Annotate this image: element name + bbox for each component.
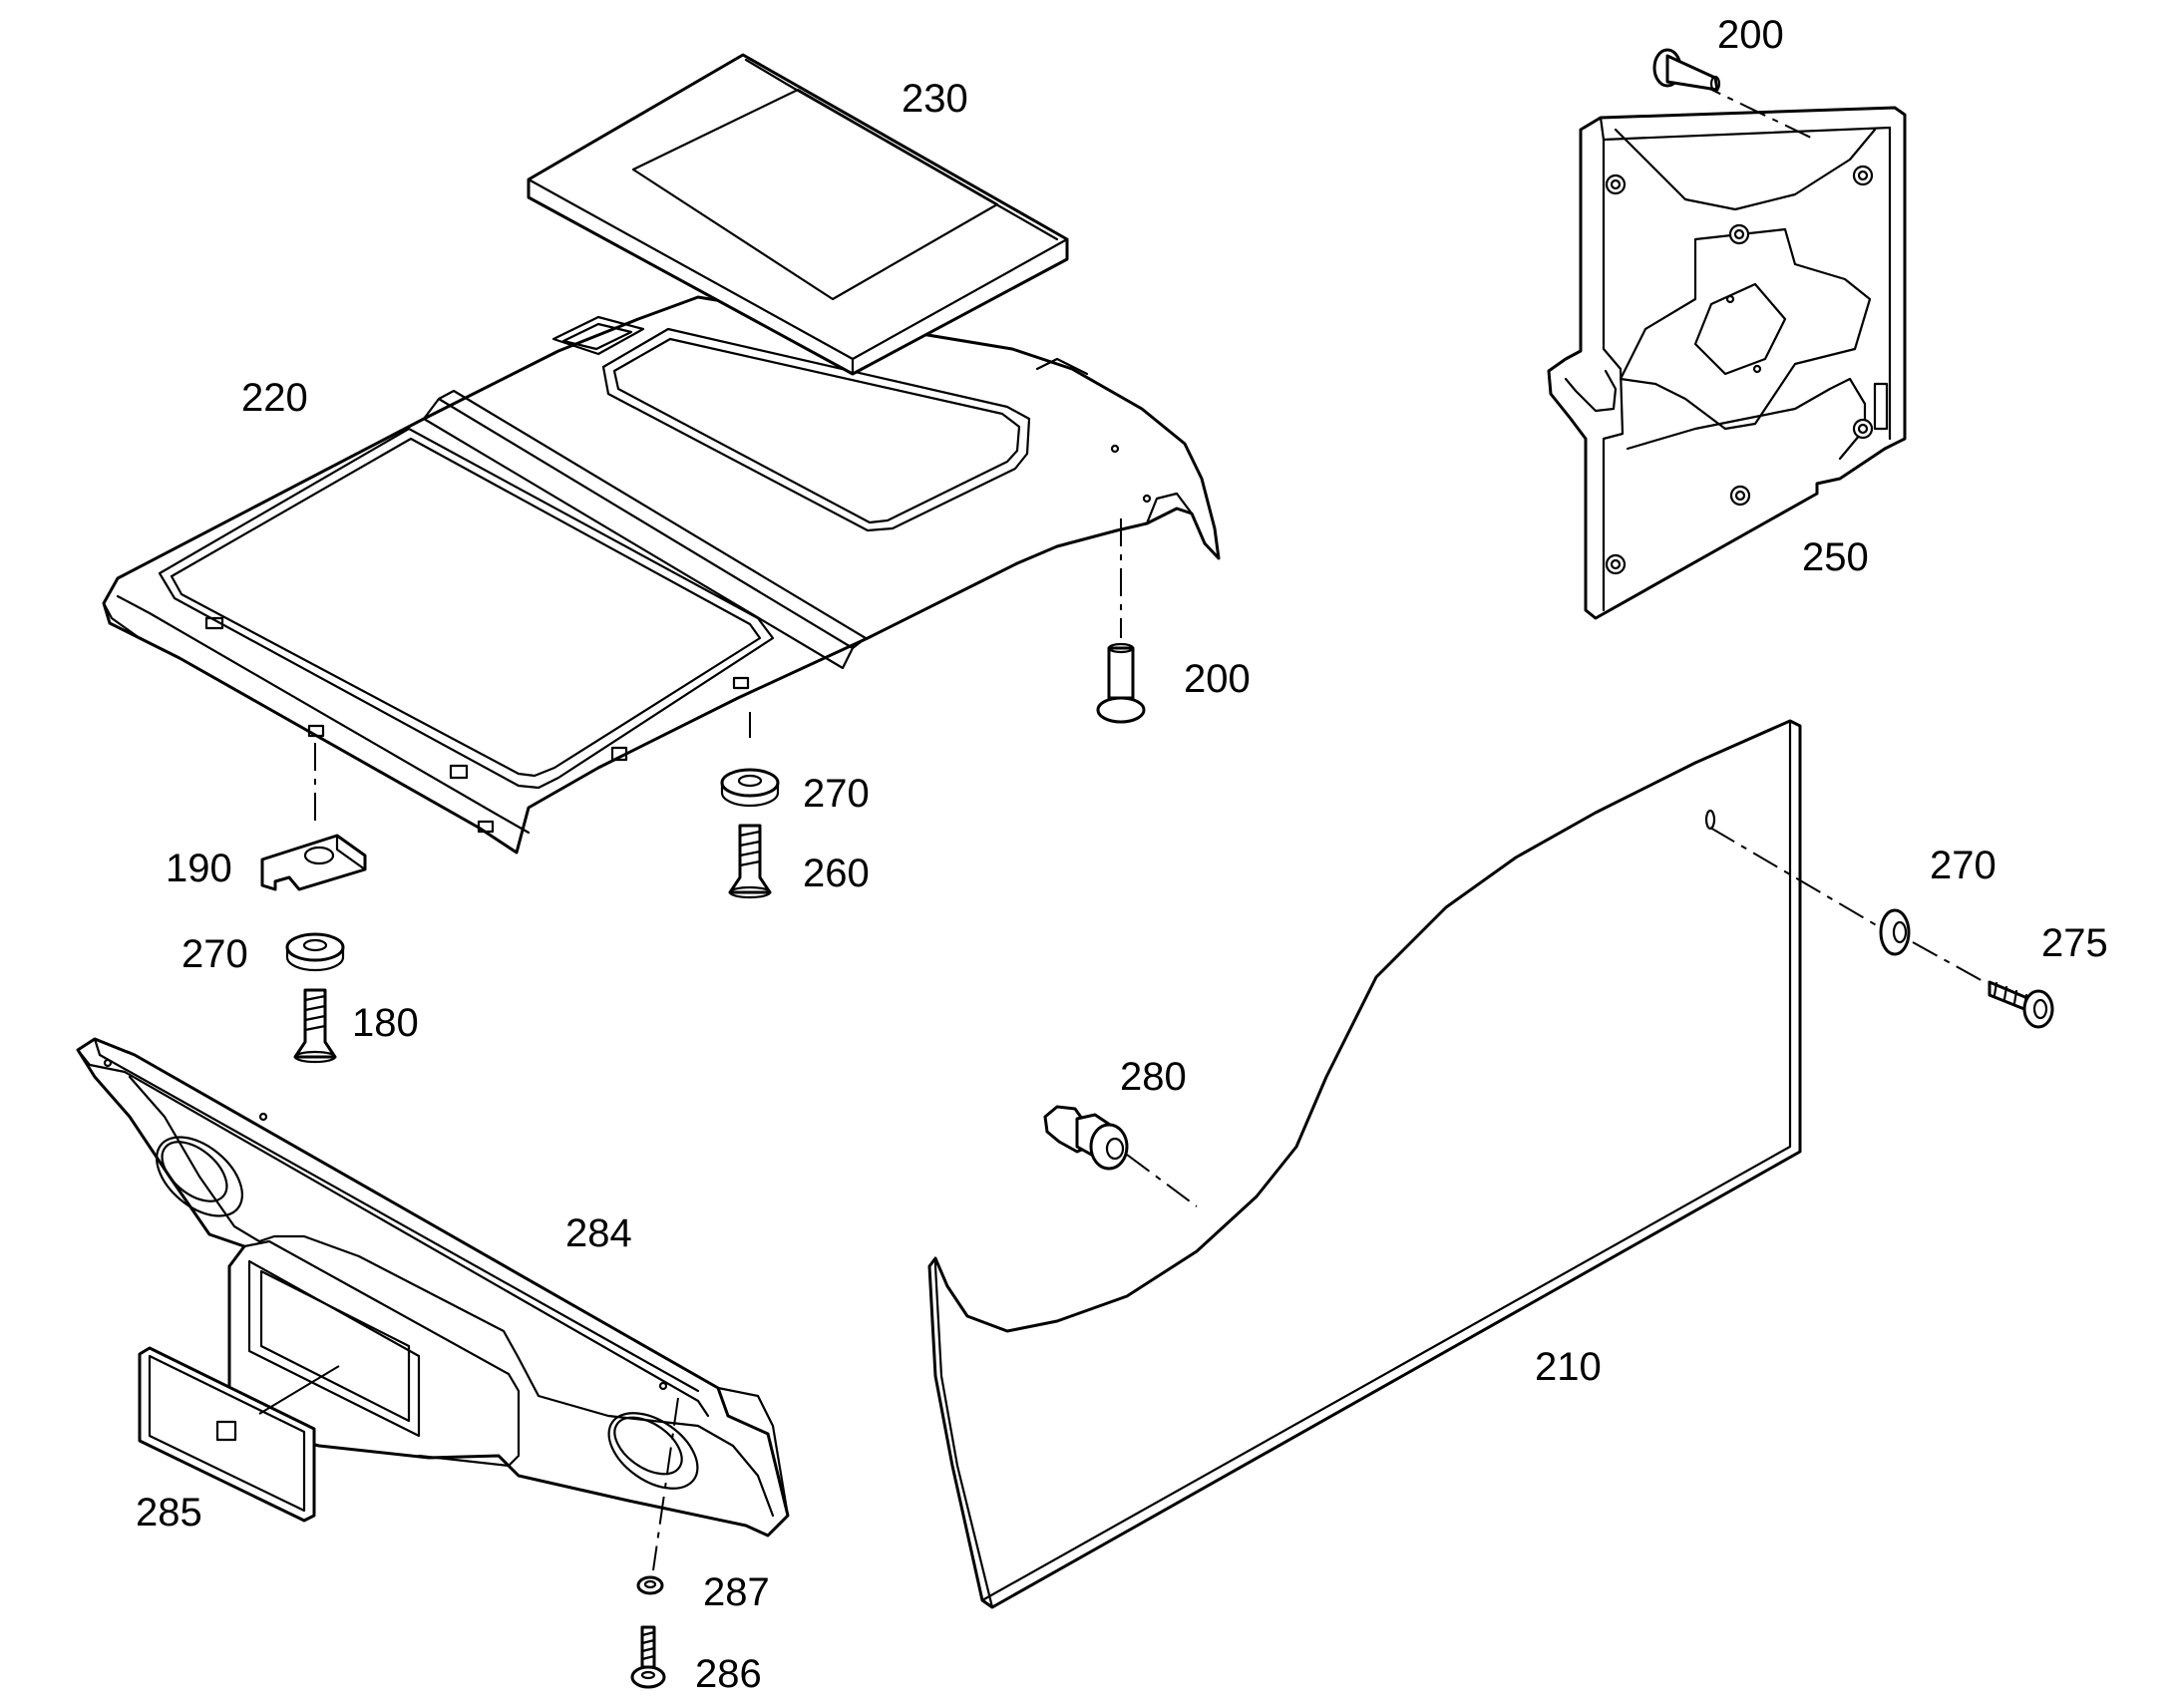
part-286-screw <box>630 1625 666 1689</box>
part-250-bracket-plate <box>1547 106 1907 620</box>
callout-260: 260 <box>803 852 870 895</box>
part-285-cover-plate <box>138 1346 340 1523</box>
leader-284-to-287 <box>652 1397 679 1571</box>
part-210-side-panel <box>927 719 1881 1609</box>
part-270-washer-c <box>1879 908 1911 956</box>
callout-190: 190 <box>166 847 232 890</box>
part-270-washer-b <box>285 932 345 972</box>
callout-labels: 230 200 220 250 200 270 260 190 270 180 … <box>136 13 2108 1696</box>
callout-230: 230 <box>902 77 968 121</box>
callout-220: 220 <box>241 376 308 420</box>
callout-270-a: 270 <box>803 772 870 816</box>
callout-284: 284 <box>565 1211 632 1255</box>
callout-275: 275 <box>2041 921 2108 965</box>
part-200-bolt-mid <box>1096 518 1146 724</box>
callout-200-mid: 200 <box>1184 657 1251 701</box>
part-287-washer <box>636 1575 664 1595</box>
part-180-screw <box>293 988 337 1064</box>
part-275-screw <box>1912 941 2054 1029</box>
part-280-push-clip <box>1043 1105 1198 1207</box>
callout-250: 250 <box>1802 535 1869 579</box>
part-230-cover-pad <box>527 53 1069 376</box>
callout-280: 280 <box>1120 1055 1187 1099</box>
callout-180: 180 <box>352 1001 419 1045</box>
part-270-washer-a <box>720 768 780 808</box>
callout-287: 287 <box>703 1570 770 1614</box>
callout-270-b: 270 <box>182 932 248 976</box>
callout-285: 285 <box>136 1491 202 1535</box>
callout-286: 286 <box>695 1652 762 1696</box>
callout-200-top: 200 <box>1717 13 1784 57</box>
callout-210: 210 <box>1535 1345 1602 1389</box>
part-200-bolt-top <box>1652 48 1816 141</box>
callout-270-c: 270 <box>1930 844 1997 887</box>
plate-bolt-heads <box>1605 165 1874 575</box>
part-190-clip <box>260 834 367 891</box>
part-260-screw <box>728 824 772 899</box>
